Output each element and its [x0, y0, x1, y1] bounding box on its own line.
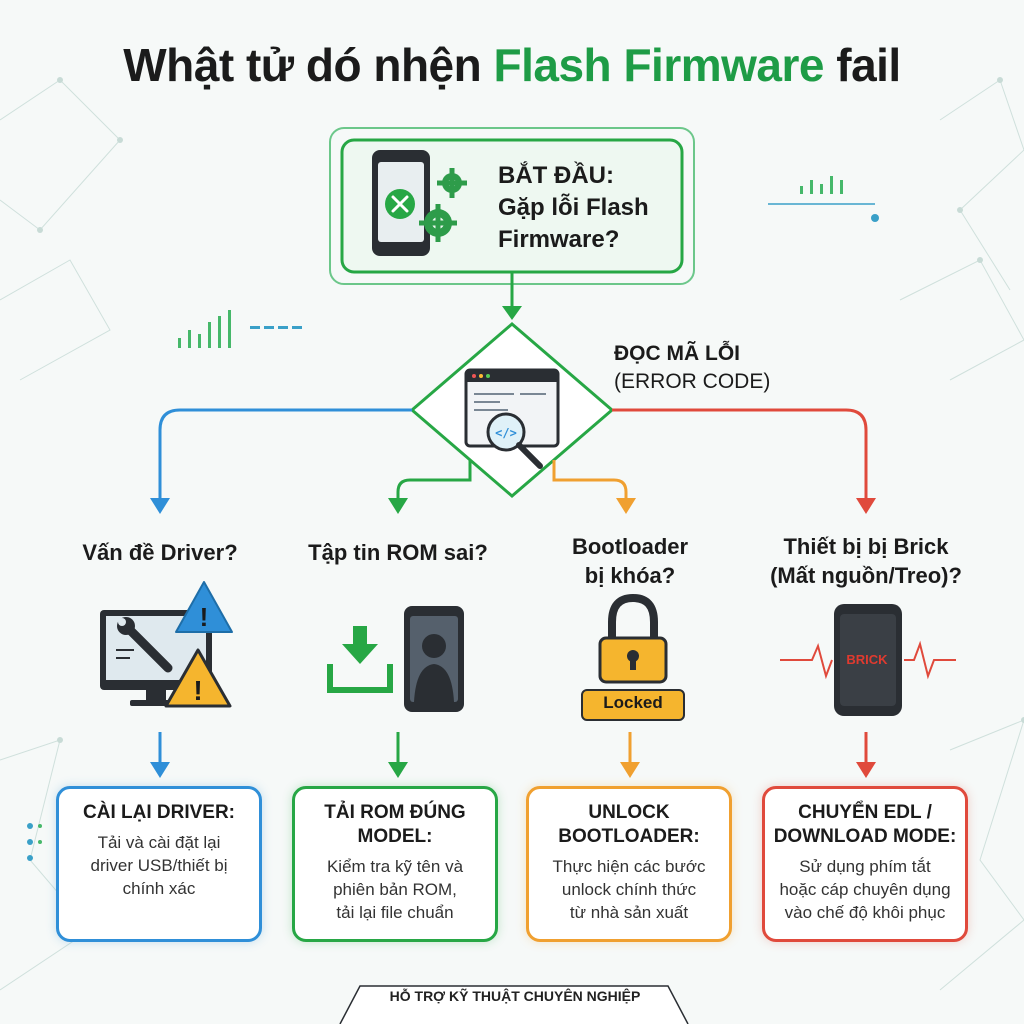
gears-icon [419, 168, 467, 242]
connector-driver [158, 408, 412, 500]
card-edl-title: CHUYỂN EDL / DOWNLOAD MODE: [773, 801, 957, 849]
card-driver-desc-3: chính xác [122, 879, 196, 898]
question-bootloader: Bootloader bị khóa? [530, 532, 730, 590]
arrowhead-rom [388, 498, 408, 514]
page-title: Whật tử dó nhện Flash Firmware fail [0, 38, 1024, 92]
warning-icon: ! ! [164, 581, 233, 708]
card-driver-title-line-1: CÀI LẠI DRIVER: [83, 802, 235, 823]
card-bootloader-desc-1: Thực hiện các bước [552, 857, 706, 876]
phone-silhouette-icon [404, 606, 464, 712]
card-bootloader-desc-3: từ nhà sản xuất [569, 903, 689, 922]
card-rom-desc-3: tải lại file chuẩn [336, 903, 454, 922]
read-error-label: ĐỌC MÃ LỖI (ERROR CODE) [614, 340, 814, 396]
question-bootloader-line-1: Bootloader [571, 534, 689, 559]
bars-decoration-left [178, 310, 302, 348]
card-rom-desc: Kiểm tra kỹ tên và phiên bản ROM, tải lạ… [303, 855, 487, 924]
dots-decoration-left [27, 823, 42, 861]
card-reinstall-driver[interactable]: CÀI LẠI DRIVER: Tải và cài đặt lại drive… [56, 786, 262, 942]
phone-error-icon [372, 150, 430, 256]
question-driver: Vấn đề Driver? [40, 538, 280, 567]
arrowheads-to-cards [150, 762, 876, 778]
card-rom-title-line-1: TẢI ROM ĐÚNG [324, 802, 466, 823]
card-bootloader-title-line-1: UNLOCK [588, 802, 670, 823]
arrowhead-start-diamond [502, 306, 522, 320]
svg-text:</>: </> [495, 426, 517, 440]
code-search-icon: </> [464, 368, 560, 469]
card-edl-desc-1: Sử dụng phím tắt [799, 857, 931, 876]
svg-text:!: ! [200, 602, 209, 632]
svg-text:!: ! [193, 675, 202, 706]
card-driver-desc-1: Tải và cài đặt lại [97, 833, 221, 852]
card-edl-desc-3: vào chế độ khôi phục [784, 903, 946, 922]
question-brick-line-1: Thiết bị bị Brick [783, 534, 949, 559]
card-edl-title-line-2: DOWNLOAD MODE: [773, 826, 957, 847]
title-suffix: fail [823, 39, 901, 91]
question-driver-line-1: Vấn đề Driver? [82, 540, 238, 565]
card-bootloader-desc: Thực hiện các bước unlock chính thức từ … [537, 855, 721, 924]
card-unlock-bootloader[interactable]: UNLOCK BOOTLOADER: Thực hiện các bước un… [526, 786, 732, 942]
footer-label: HỖ TRỢ KỸ THUẬT CHUYÊN NGHIỆP [389, 988, 641, 1004]
card-rom-desc-2: phiên bản ROM, [333, 880, 457, 899]
card-download-rom[interactable]: TẢI ROM ĐÚNG MODEL: Kiểm tra kỹ tên và p… [292, 786, 498, 942]
download-icon [327, 626, 393, 693]
connector-bootloader [552, 460, 628, 500]
question-rom-line-1: Tập tin ROM sai? [308, 540, 488, 565]
card-rom-title-line-2: MODEL: [357, 826, 433, 847]
bars-decoration-right [768, 176, 879, 222]
question-brick: Thiết bị bị Brick (Mất nguồn/Treo)? [746, 532, 986, 590]
card-edl-desc-2: hoặc cáp chuyên dụng [779, 880, 951, 899]
connector-rom [396, 460, 472, 500]
title-highlight: Flash Firmware [493, 39, 825, 91]
card-driver-desc-2: driver USB/thiết bị [90, 856, 228, 875]
connectors-to-cards [158, 732, 868, 764]
arrowhead-driver [150, 498, 170, 514]
card-rom-title: TẢI ROM ĐÚNG MODEL: [303, 801, 487, 849]
card-edl-desc: Sử dụng phím tắt hoặc cáp chuyên dụng và… [773, 855, 957, 924]
card-edl-mode[interactable]: CHUYỂN EDL / DOWNLOAD MODE: Sử dụng phím… [762, 786, 968, 942]
question-brick-line-2: (Mất nguồn/Treo)? [770, 563, 962, 588]
card-bootloader-desc-2: unlock chính thức [561, 880, 697, 899]
start-line-3: Firmware? [498, 226, 620, 253]
question-rom: Tập tin ROM sai? [278, 538, 518, 567]
card-rom-desc-1: Kiểm tra kỹ tên và [326, 857, 464, 876]
card-bootloader-title-line-2: BOOTLOADER: [558, 826, 700, 847]
start-label: BẮT ĐẦU: Gặp lỗi Flash Firmware? [498, 160, 678, 256]
connector-brick [612, 408, 868, 500]
locked-label: Locked [603, 693, 663, 712]
padlock-icon [598, 593, 668, 684]
read-error-line-1: ĐỌC MÃ LỖI [614, 342, 740, 365]
arrowhead-brick [856, 498, 876, 514]
start-line-1: BẮT ĐẦU: [498, 162, 614, 189]
read-error-line-2: (ERROR CODE) [614, 370, 771, 393]
bricked-phone-icon [780, 604, 956, 716]
start-line-2: Gặp lỗi Flash [498, 194, 649, 221]
footer-tab [339, 985, 689, 1024]
card-driver-desc: Tải và cài đặt lại driver USB/thiết bị c… [67, 831, 251, 900]
brick-label: BRICK [846, 652, 888, 667]
card-edl-title-line-1: CHUYỂN EDL / [798, 802, 932, 823]
title-prefix: Whật tử dó nhện [123, 39, 494, 91]
card-driver-title: CÀI LẠI DRIVER: [67, 801, 251, 825]
question-bootloader-line-2: bị khóa? [584, 563, 676, 588]
arrowhead-bootloader [616, 498, 636, 514]
locked-badge [581, 689, 685, 721]
card-bootloader-title: UNLOCK BOOTLOADER: [537, 801, 721, 849]
